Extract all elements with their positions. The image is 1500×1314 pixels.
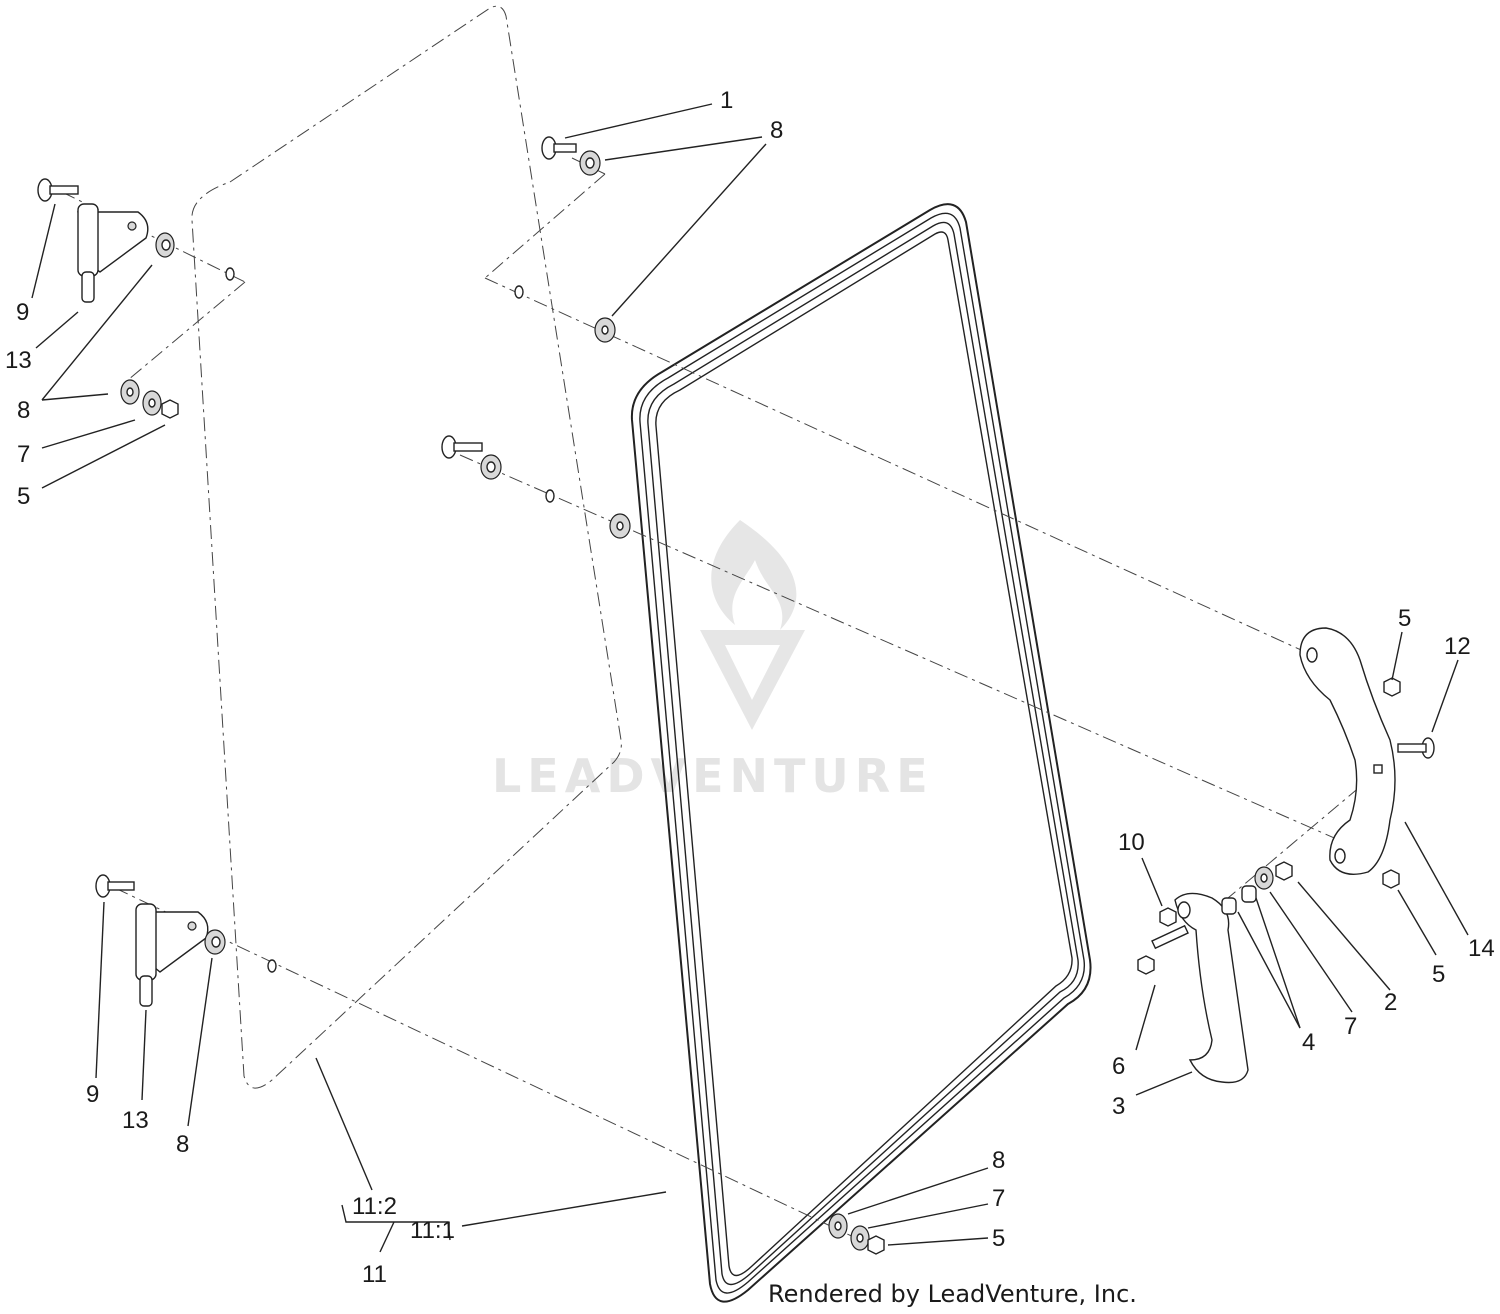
callout-5: 5 <box>17 483 30 510</box>
callout-11: 11 <box>362 1261 387 1288</box>
watermark-logo-icon <box>700 520 805 730</box>
callout-9: 9 <box>86 1081 99 1108</box>
callout-11-2: 11:2 <box>352 1193 397 1220</box>
callout-10: 10 <box>1118 829 1145 856</box>
callout-13: 13 <box>122 1107 149 1134</box>
callout-5: 5 <box>1398 605 1411 632</box>
callout-8: 8 <box>770 117 783 144</box>
callout-7: 7 <box>17 441 30 468</box>
callout-4: 4 <box>1302 1029 1315 1056</box>
upper-hinge-assembly <box>37 178 235 419</box>
callout-12: 12 <box>1444 633 1471 660</box>
callout-1: 1 <box>720 87 733 114</box>
assembly-centerlines <box>61 157 1381 1241</box>
lower-washers-nut <box>828 1213 885 1255</box>
window-seal-frame <box>630 203 1092 1303</box>
callout-5: 5 <box>992 1225 1005 1252</box>
callout-11-1: 11:1 <box>410 1217 455 1244</box>
callout-5: 5 <box>1432 961 1445 988</box>
render-credit: Rendered by LeadVenture, Inc. <box>768 1280 1137 1308</box>
callout-14: 14 <box>1468 935 1495 962</box>
latch-handle <box>1137 861 1293 1084</box>
callout-7: 7 <box>992 1185 1005 1212</box>
callout-7: 7 <box>1344 1013 1357 1040</box>
callout-9: 9 <box>16 299 29 326</box>
latch-bracket <box>1299 627 1435 889</box>
callout-6: 6 <box>1112 1053 1125 1080</box>
callout-8: 8 <box>176 1131 189 1158</box>
glass-panel <box>191 5 622 1089</box>
lower-hinge-assembly <box>95 874 277 1007</box>
middle-bolt-washers <box>441 435 631 539</box>
callout-2: 2 <box>1384 989 1397 1016</box>
callout-8: 8 <box>992 1147 1005 1174</box>
callout-labels: 1 8 9 13 8 7 5 5 12 10 14 5 2 7 4 6 3 9 … <box>5 87 1495 1288</box>
callout-3: 3 <box>1112 1093 1125 1120</box>
callout-leaders <box>31 103 1469 1253</box>
watermark-text: LEADVENTURE <box>492 749 934 803</box>
callout-13: 13 <box>5 347 32 374</box>
callout-8: 8 <box>17 397 30 424</box>
upper-bolt-washers <box>514 136 616 343</box>
